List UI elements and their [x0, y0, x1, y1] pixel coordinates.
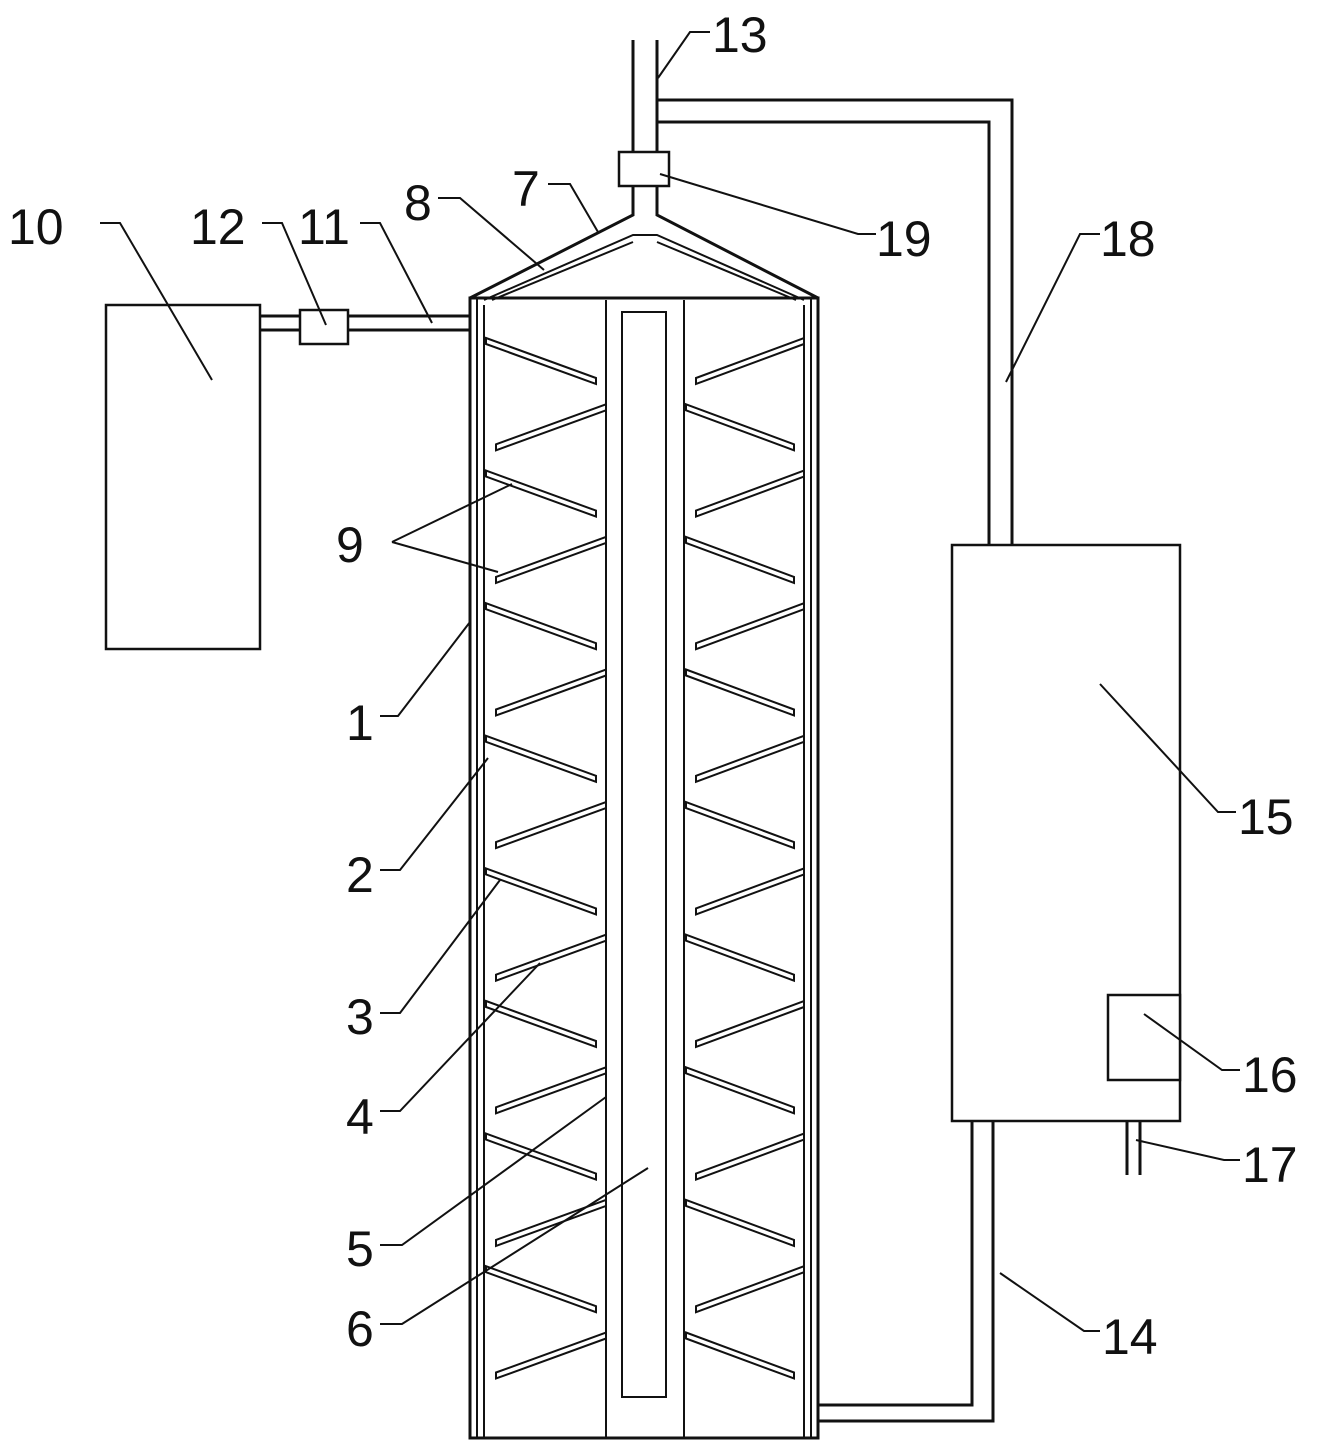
baffles: [485, 336, 805, 1380]
leader-16: [1143, 1013, 1240, 1071]
baffle-left: [495, 800, 607, 850]
column: [468, 296, 820, 1440]
baffle-right: [685, 1065, 795, 1115]
baffle-right: [695, 469, 805, 519]
leader-6: [380, 1167, 649, 1325]
label-12: 12: [190, 199, 246, 255]
label-18: 18: [1100, 211, 1156, 267]
baffle-right: [685, 668, 795, 717]
leader-9a: [391, 483, 513, 543]
leader-lines: [100, 31, 1240, 1332]
baffle-right: [685, 933, 795, 983]
baffle-right: [695, 1132, 805, 1182]
cone-outer-right: [655, 40, 819, 300]
pipe-18: [655, 40, 1014, 545]
labels: 10 12 11 8 7 13 19 18 9 1 2 3 4 5 6 15 1…: [8, 7, 1298, 1365]
label-2: 2: [346, 847, 374, 903]
baffle-right: [685, 535, 795, 585]
leader-14: [999, 1272, 1100, 1332]
leader-10: [100, 222, 213, 381]
label-5: 5: [346, 1221, 374, 1277]
heating-rod: [621, 311, 667, 1398]
baffle-left: [485, 999, 597, 1049]
label-14: 14: [1102, 1309, 1158, 1365]
leader-2: [380, 757, 489, 871]
label-13: 13: [712, 7, 768, 63]
label-3: 3: [346, 989, 374, 1045]
baffle-left: [485, 1264, 597, 1314]
leader-11: [360, 222, 433, 324]
baffle-right: [695, 601, 805, 651]
baffle-left: [495, 1198, 607, 1248]
leader-9b: [391, 541, 499, 573]
pipe-14-inner: [818, 1121, 974, 1407]
cone-inner-2: [491, 241, 634, 301]
baffle-left: [495, 1331, 607, 1380]
baffle-left: [495, 1065, 607, 1115]
label-6: 6: [346, 1301, 374, 1357]
leader-12: [262, 222, 327, 326]
leader-15: [1099, 683, 1236, 813]
cone-inner-2-right: [656, 241, 797, 301]
label-1: 1: [346, 695, 374, 751]
baffle-right: [685, 1331, 795, 1380]
cone-inner: [483, 234, 805, 301]
label-4: 4: [346, 1089, 374, 1145]
baffle-left: [495, 535, 607, 585]
baffle-left: [495, 668, 607, 717]
baffle-left: [485, 1132, 597, 1182]
leader-4: [380, 962, 541, 1112]
baffle-left: [485, 469, 597, 519]
label-7: 7: [512, 161, 540, 217]
label-10: 10: [8, 199, 64, 255]
pipe-14-outer: [818, 1121, 995, 1423]
baffle-left: [485, 336, 597, 386]
leader-7: [548, 183, 599, 233]
label-15: 15: [1238, 789, 1294, 845]
baffle-right: [695, 999, 805, 1049]
baffle-right: [685, 402, 795, 452]
label-19: 19: [876, 211, 932, 267]
leader-13: [657, 31, 710, 79]
valve-19: [617, 150, 671, 188]
baffle-left: [495, 933, 607, 983]
leader-19: [659, 173, 876, 235]
label-9: 9: [336, 517, 364, 573]
label-16: 16: [1242, 1047, 1298, 1103]
baffle-right: [695, 336, 805, 386]
label-17: 17: [1242, 1137, 1298, 1193]
cone-outer-left: [469, 40, 635, 300]
pipe-18-outer: [655, 40, 1014, 545]
valve-12: [298, 308, 350, 346]
leader-18: [1005, 233, 1100, 383]
baffle-right: [695, 734, 805, 784]
label-8: 8: [404, 175, 432, 231]
baffle-right: [685, 800, 795, 850]
label-11: 11: [298, 199, 350, 255]
baffle-right: [685, 1198, 795, 1248]
tank-10: [104, 303, 262, 651]
baffle-left: [485, 734, 597, 784]
leader-3: [380, 879, 501, 1014]
baffle-left: [485, 866, 597, 916]
baffle-right: [695, 1264, 805, 1314]
leader-17: [1135, 1139, 1240, 1161]
baffle-left: [485, 601, 597, 651]
leader-1: [380, 621, 471, 717]
leader-8: [438, 197, 545, 271]
outer-wall: [468, 296, 820, 1440]
component-16: [1106, 993, 1182, 1082]
pipe-18-inner: [655, 120, 991, 545]
baffle-right: [695, 866, 805, 916]
baffle-left: [495, 402, 607, 452]
leader-5: [380, 1096, 607, 1246]
